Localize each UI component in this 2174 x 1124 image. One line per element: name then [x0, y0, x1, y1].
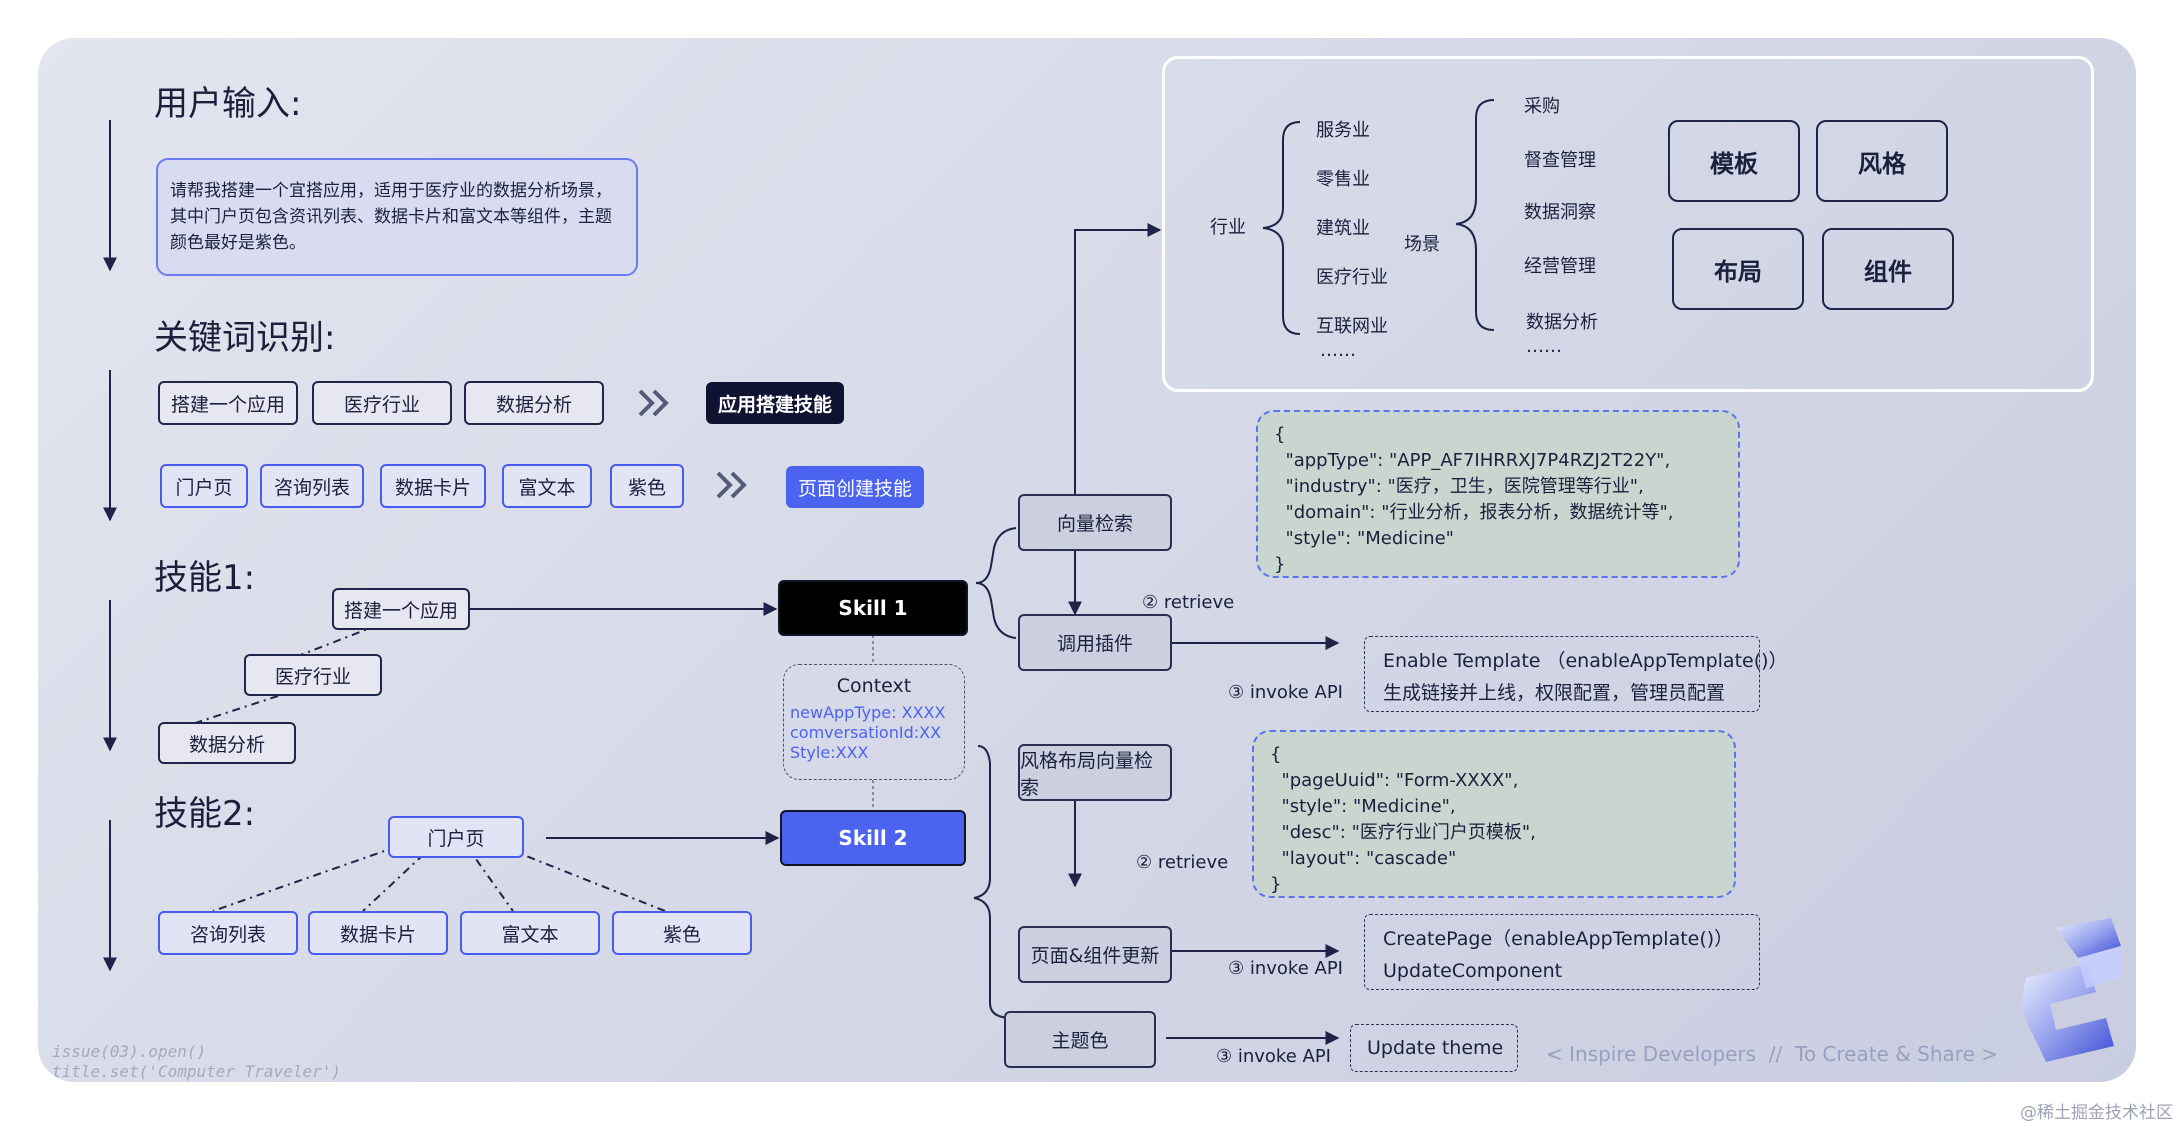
- scene-item: 采购: [1524, 96, 1560, 117]
- heading-keyword: 关键词识别:: [154, 318, 336, 358]
- keyword-data-card: 数据卡片: [380, 464, 486, 508]
- slogan: < Inspire Developers // To Create & Shar…: [1546, 1042, 1999, 1066]
- context-line: Style:XXX: [790, 743, 869, 762]
- json-box-page: { "pageUuid": "Form-XXXX", "style": "Med…: [1252, 730, 1736, 898]
- api-box-template: Enable Template （enableAppTemplate()） 生成…: [1364, 636, 1788, 712]
- industry-item: 医疗行业: [1316, 267, 1388, 288]
- heading-user-input: 用户输入:: [154, 84, 302, 124]
- context-line: newAppType: XXXX: [790, 703, 946, 722]
- skill-page-create: 页面创建技能: [786, 466, 924, 508]
- skill2-node-data-card: 数据卡片: [308, 911, 448, 955]
- skill2-node-news-list: 咨询列表: [158, 911, 298, 955]
- json-box-app: { "appType": "APP_AF7IHRRXJ7P4RZJ2T22Y",…: [1256, 410, 1740, 578]
- watermark: @稀土掘金技术社区: [2020, 1103, 2173, 1123]
- scene-item: 经营管理: [1524, 256, 1596, 277]
- industry-item: 互联网业: [1316, 316, 1388, 337]
- scene-label: 场景: [1404, 234, 1440, 255]
- api-box-theme: Update theme: [1350, 1024, 1518, 1072]
- industry-item: 服务业: [1316, 120, 1370, 141]
- invoke-label-3: ③ invoke API: [1216, 1046, 1331, 1067]
- keyword-analysis: 数据分析: [464, 381, 604, 425]
- api-line: CreatePage（enableAppTemplate()）: [1383, 928, 1734, 950]
- context-line: comversationId:XX: [790, 723, 942, 742]
- footer-code: issue(03).open() title.set('Computer Tra…: [52, 1042, 341, 1082]
- call-plugin-box: 调用插件: [1018, 614, 1172, 671]
- context-title: Context: [836, 675, 912, 697]
- invoke-label-1: ③ invoke API: [1228, 682, 1343, 703]
- industry-item: 建筑业: [1316, 218, 1370, 239]
- skill1-node-analysis: 数据分析: [158, 722, 296, 764]
- page-update-box: 页面&组件更新: [1018, 926, 1172, 983]
- industry-item: ……: [1320, 340, 1356, 361]
- tile-template: 模板: [1668, 120, 1800, 202]
- heading-skill2: 技能2:: [154, 794, 256, 834]
- brand-logo-icon: [2020, 918, 2122, 1062]
- tile-style: 风格: [1816, 120, 1948, 202]
- scene-item: ……: [1526, 336, 1562, 357]
- industry-label: 行业: [1210, 217, 1246, 238]
- industry-item: 零售业: [1316, 169, 1370, 190]
- skill2-node-rich-text: 富文本: [460, 911, 600, 955]
- theme-box: 主题色: [1004, 1011, 1156, 1068]
- skill1-node-app: 搭建一个应用: [332, 588, 470, 630]
- tile-layout: 布局: [1672, 228, 1804, 310]
- user-input-text: 请帮我搭建一个宜搭应用，适用于医疗业的数据分析场景，其中门户页包含资讯列表、数据…: [156, 158, 638, 276]
- skill1-box: Skill 1: [778, 580, 968, 636]
- skill-app-build: 应用搭建技能: [706, 382, 844, 424]
- tile-component: 组件: [1822, 228, 1954, 310]
- skill1-node-industry: 医疗行业: [244, 654, 382, 696]
- style-search-box: 风格布局向量检索: [1018, 744, 1172, 801]
- keyword-medical: 医疗行业: [312, 381, 452, 425]
- keyword-purple: 紫色: [610, 464, 684, 508]
- keyword-news-list: 咨询列表: [260, 464, 364, 508]
- keyword-build-app: 搭建一个应用: [158, 381, 298, 425]
- skill2-box: Skill 2: [780, 810, 966, 866]
- context-box: Context newAppType: XXXX comversationId:…: [783, 664, 965, 780]
- scene-item: 督查管理: [1524, 150, 1596, 171]
- skill2-node-purple: 紫色: [612, 911, 752, 955]
- scene-item: 数据分析: [1526, 312, 1598, 333]
- footer-code-line: issue(03).open(): [52, 1042, 207, 1061]
- heading-skill1: 技能1:: [154, 558, 256, 598]
- slide-card: 用户输入: 关键词识别: 技能1: 技能2: 请帮我搭建一个宜搭应用，适用于医疗…: [38, 38, 2136, 1082]
- scene-item: 数据洞察: [1524, 202, 1596, 223]
- footer-code-line: title.set('Computer Traveler'): [52, 1062, 341, 1081]
- api-line: Enable Template （enableAppTemplate()）: [1383, 650, 1788, 672]
- api-box-page: CreatePage（enableAppTemplate()） UpdateCo…: [1364, 914, 1760, 990]
- taxonomy-panel: [1162, 56, 2094, 392]
- invoke-label-2: ③ invoke API: [1228, 958, 1343, 979]
- keyword-portal: 门户页: [160, 464, 248, 508]
- api-line: 生成链接并上线，权限配置，管理员配置: [1383, 682, 1726, 704]
- keyword-rich-text: 富文本: [502, 464, 592, 508]
- retrieve-label-1: ② retrieve: [1142, 592, 1235, 613]
- connector-lines: [103, 99, 1495, 1045]
- retrieve-label-2: ② retrieve: [1136, 852, 1229, 873]
- vector-search-box: 向量检索: [1018, 494, 1172, 551]
- skill2-node-portal: 门户页: [388, 816, 524, 858]
- api-line: UpdateComponent: [1383, 960, 1563, 982]
